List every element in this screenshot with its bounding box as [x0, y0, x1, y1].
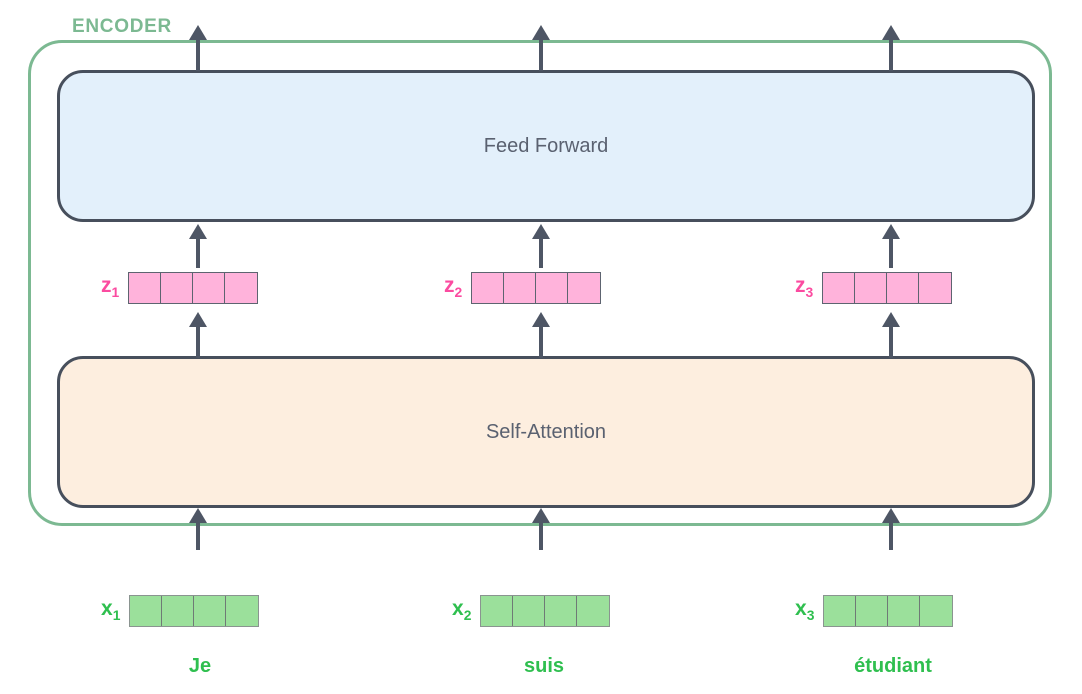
vector-cell [193, 273, 226, 303]
vector-cell [545, 596, 578, 626]
z-vector-1-label: z1 [101, 274, 120, 301]
vector-cell [513, 596, 546, 626]
x-vector-2-subscript: 2 [463, 607, 472, 624]
vector-cell [568, 273, 601, 303]
vector-cell [855, 273, 888, 303]
vector-cell [824, 596, 857, 626]
x-vector-2-cells [480, 595, 611, 627]
self-attention-block: Self-Attention [57, 356, 1035, 508]
z-vector-2-subscript: 2 [454, 284, 463, 301]
vector-cell [823, 273, 856, 303]
z-vector-2: z2 [444, 272, 602, 304]
vector-cell [504, 273, 537, 303]
x-vector-1: x1 [101, 595, 260, 627]
x-vector-1-subscript: 1 [112, 607, 121, 624]
vector-cell [162, 596, 195, 626]
vector-cell [920, 596, 953, 626]
z-vector-3-label: z3 [795, 274, 814, 301]
vector-cell [887, 273, 920, 303]
vector-cell [194, 596, 227, 626]
x-vector-2-label: x2 [452, 597, 472, 624]
z-vector-1: z1 [101, 272, 259, 304]
z-vector-3-subscript: 3 [805, 284, 814, 301]
vector-cell [577, 596, 610, 626]
x-vector-1-label: x1 [101, 597, 121, 624]
vector-cell [472, 273, 505, 303]
feed-forward-block: Feed Forward [57, 70, 1035, 222]
token-label-2: suis [523, 655, 565, 677]
z-vector-1-subscript: 1 [111, 284, 120, 301]
vector-cell [129, 273, 162, 303]
feed-forward-label: Feed Forward [483, 134, 609, 157]
z-vector-2-label: z2 [444, 274, 463, 301]
x-vector-3: x3 [795, 595, 954, 627]
token-label-1: Je [188, 655, 212, 677]
vector-cell [919, 273, 952, 303]
vector-cell [161, 273, 194, 303]
z-vector-2-cells [471, 272, 602, 304]
self-attention-label: Self-Attention [485, 420, 607, 443]
encoder-label: ENCODER [72, 16, 172, 37]
arrowhead-icon [189, 25, 207, 40]
arrowhead-icon [532, 25, 550, 40]
x-vector-3-subscript: 3 [806, 607, 815, 624]
vector-cell [226, 596, 259, 626]
z-vector-3: z3 [795, 272, 953, 304]
x-vector-2: x2 [452, 595, 611, 627]
x-vector-1-cells [129, 595, 260, 627]
z-vector-3-cells [822, 272, 953, 304]
vector-cell [536, 273, 569, 303]
vector-cell [481, 596, 514, 626]
vector-cell [888, 596, 921, 626]
x-vector-3-label: x3 [795, 597, 815, 624]
arrowhead-icon [882, 25, 900, 40]
token-label-3: étudiant [854, 655, 932, 677]
x-vector-3-cells [823, 595, 954, 627]
z-vector-1-cells [128, 272, 259, 304]
vector-cell [130, 596, 163, 626]
vector-cell [856, 596, 889, 626]
vector-cell [225, 273, 258, 303]
